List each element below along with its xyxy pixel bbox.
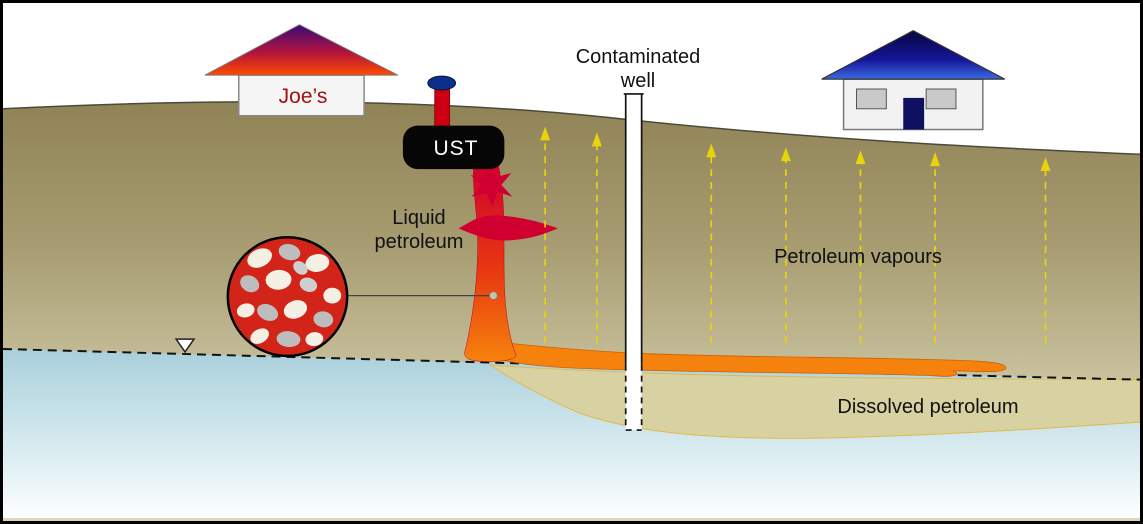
contaminated-well-label-line1: Contaminated (575, 46, 701, 68)
house-window-left (855, 88, 887, 110)
vapour-arrow (540, 126, 551, 344)
ust-pipe (434, 85, 451, 128)
vapour-arrow (706, 143, 717, 344)
petroleum-splash-horizontal (458, 215, 559, 241)
joes-roof (204, 24, 399, 76)
house-door (903, 97, 925, 130)
liquid-petroleum-label: Liquid petroleum (355, 206, 483, 255)
house-window-right (925, 88, 957, 110)
floating-petroleum-plume (483, 340, 1007, 377)
soil-pore-stones (236, 243, 342, 348)
ust-tank (402, 125, 505, 170)
vapour-arrow (780, 147, 791, 344)
vapour-arrow (930, 152, 941, 344)
ust-label: UST (433, 137, 479, 160)
joes-building (204, 24, 399, 117)
vapour-arrow (1040, 157, 1051, 344)
scene-canvas (3, 24, 1140, 521)
ground-surface-line (3, 101, 1140, 155)
liquid-petroleum-label-line1: Liquid (392, 207, 446, 229)
liquid-petroleum-plume (464, 165, 517, 362)
contaminated-well-label-line2: well (620, 70, 656, 93)
dissolved-petroleum-label: Dissolved petroleum (837, 396, 1019, 418)
contaminated-well (623, 93, 644, 431)
ust-tank-group (402, 75, 505, 170)
dissolved-petroleum-plume (488, 364, 1140, 439)
vapour-arrows (540, 126, 1051, 344)
vapour-arrow (591, 132, 602, 344)
house-building (821, 30, 1005, 131)
ust-pipe-cap (427, 75, 457, 91)
house-roof (821, 30, 1005, 80)
liquid-petroleum-label-line2: petroleum (374, 231, 464, 254)
joes-label: Joe’s (278, 85, 328, 108)
contaminated-well-label: Contaminated well (556, 45, 720, 94)
soil-magnifier-circle (226, 236, 349, 358)
petroleum-splash-star (470, 164, 513, 207)
petroleum-vapours-label: Petroleum vapours (774, 246, 942, 268)
vapour-arrow (855, 150, 866, 344)
magnifier-connector-dot (489, 291, 498, 300)
water-table-marker (174, 338, 196, 354)
